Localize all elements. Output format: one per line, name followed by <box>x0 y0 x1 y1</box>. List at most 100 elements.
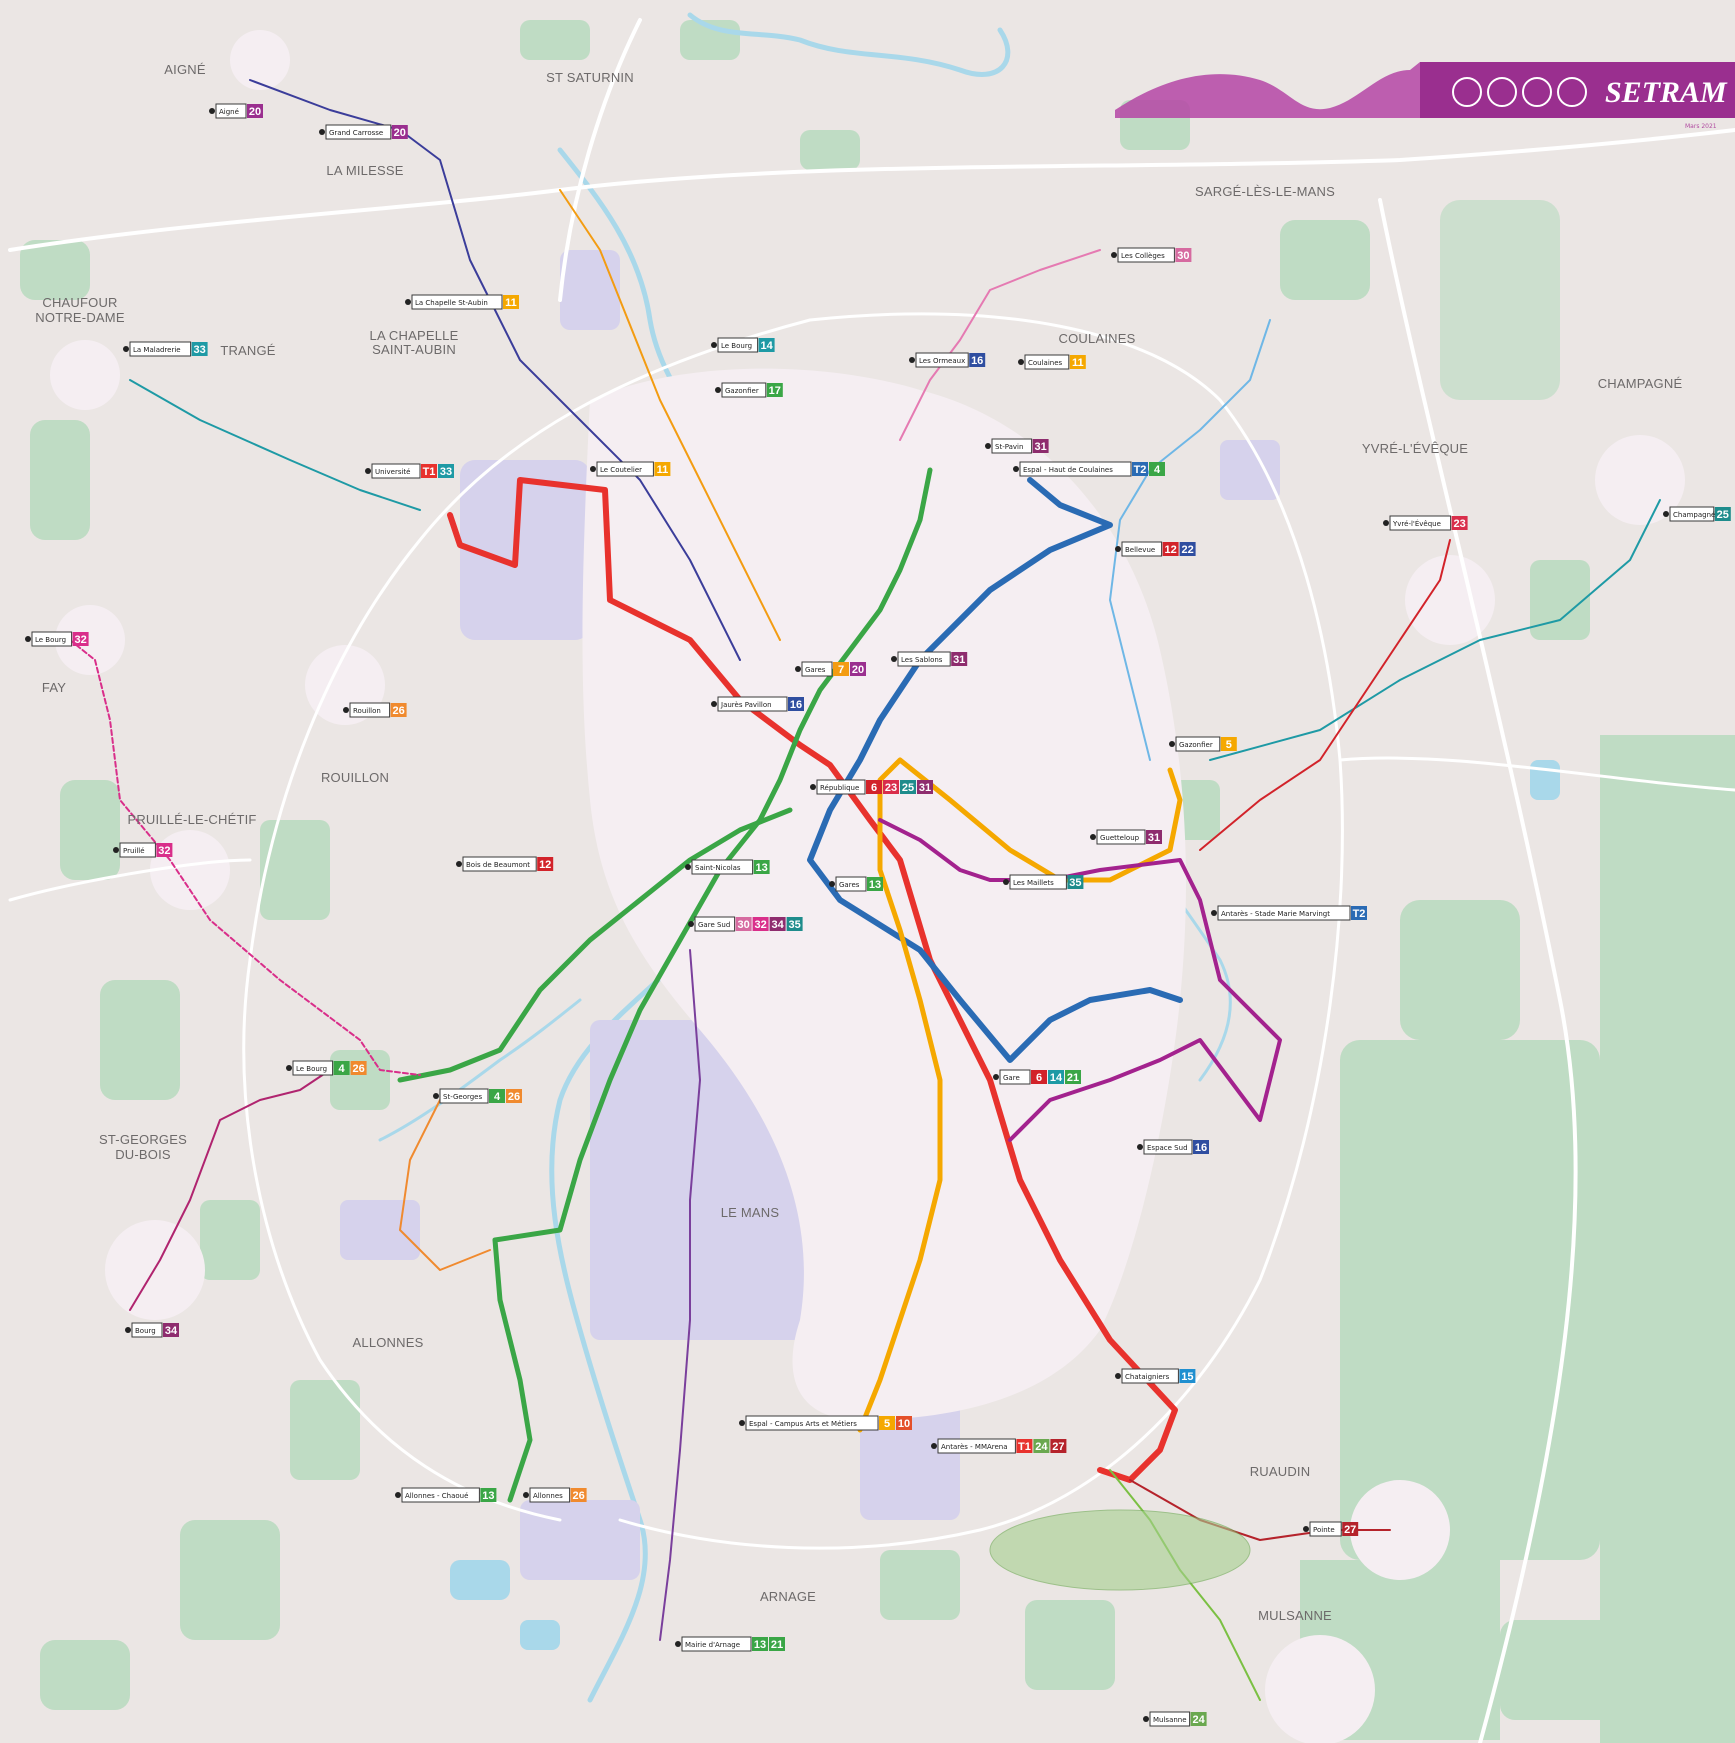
line-t1 <box>447 477 1178 1483</box>
terminus-stop-dot <box>209 108 215 114</box>
terminus-box <box>349 702 391 718</box>
line-number: 4 <box>1154 464 1161 476</box>
terminus-box <box>1019 461 1132 477</box>
line-number: 16 <box>1195 1142 1207 1154</box>
line-badge <box>1146 830 1162 844</box>
terminus-name: Grand Carrosse <box>329 129 383 137</box>
terminus-name: La Maladrerie <box>133 346 181 354</box>
terminus-stop-dot <box>675 1641 681 1647</box>
terminus-name: Gare <box>1003 1074 1020 1082</box>
terminus-name: Le Coutelier <box>600 466 642 474</box>
terminus-stop-dot <box>365 468 371 474</box>
terminus-name: Mairie d'Arnage <box>685 1641 740 1649</box>
line-orange <box>857 757 1183 1433</box>
terminus-box <box>325 124 392 140</box>
terminus-name: Les Sablons <box>901 656 943 664</box>
terminus-box <box>401 1487 480 1503</box>
terminus-stop-dot <box>795 666 801 672</box>
line-number: 31 <box>1034 441 1046 453</box>
line-badge <box>850 662 866 676</box>
terminus-stop-dot <box>1090 834 1096 840</box>
terminus-name: Espal - Campus Arts et Métiers <box>749 1420 857 1428</box>
line-number: 32 <box>158 845 170 857</box>
line-number: 23 <box>1453 518 1465 530</box>
terminus-name: St-Pavin <box>995 443 1023 451</box>
bike-icon <box>1557 77 1587 107</box>
banner-swoosh <box>1115 62 1420 118</box>
terminus-label[interactable]: St-Pavin 31 <box>985 438 1049 454</box>
terminus-stop-dot <box>685 864 691 870</box>
line-badge <box>833 662 849 676</box>
line-badge <box>156 843 173 857</box>
terminus-label[interactable]: Espal - Campus Arts et Métiers 5 10 <box>739 1415 912 1431</box>
terminus-box <box>1217 905 1351 921</box>
line-t2 <box>807 477 1183 1063</box>
line-badge <box>1016 1439 1033 1453</box>
terminus-box <box>439 1088 489 1104</box>
line-pink-north <box>899 249 1101 441</box>
terminus-stop-dot <box>711 701 717 707</box>
terminus-stop-dot <box>123 346 129 352</box>
line-badge <box>752 1637 768 1651</box>
line-number: 12 <box>1164 544 1176 556</box>
place-label: CHAMPAGNÉ <box>1598 376 1683 391</box>
line-number: 5 <box>884 1418 890 1430</box>
line-number: 21 <box>1067 1072 1079 1084</box>
line-badge <box>879 1416 895 1430</box>
terminus-name: La Chapelle St-Aubin <box>415 299 488 307</box>
terminus-box <box>801 661 833 677</box>
urban-area <box>582 368 1186 1420</box>
line-number: 33 <box>440 466 452 478</box>
line-badge <box>1033 1439 1050 1453</box>
terminus-name: Pointe <box>1313 1526 1335 1534</box>
terminus-stop-dot <box>1211 910 1217 916</box>
place-label: AIGNÉ <box>164 62 206 77</box>
place-label: SARGÉ-LÈS-LE-MANS <box>1195 184 1335 199</box>
line-number: 10 <box>898 1418 910 1430</box>
banner-bar <box>1420 62 1735 118</box>
terminus-stop-dot <box>590 466 596 472</box>
